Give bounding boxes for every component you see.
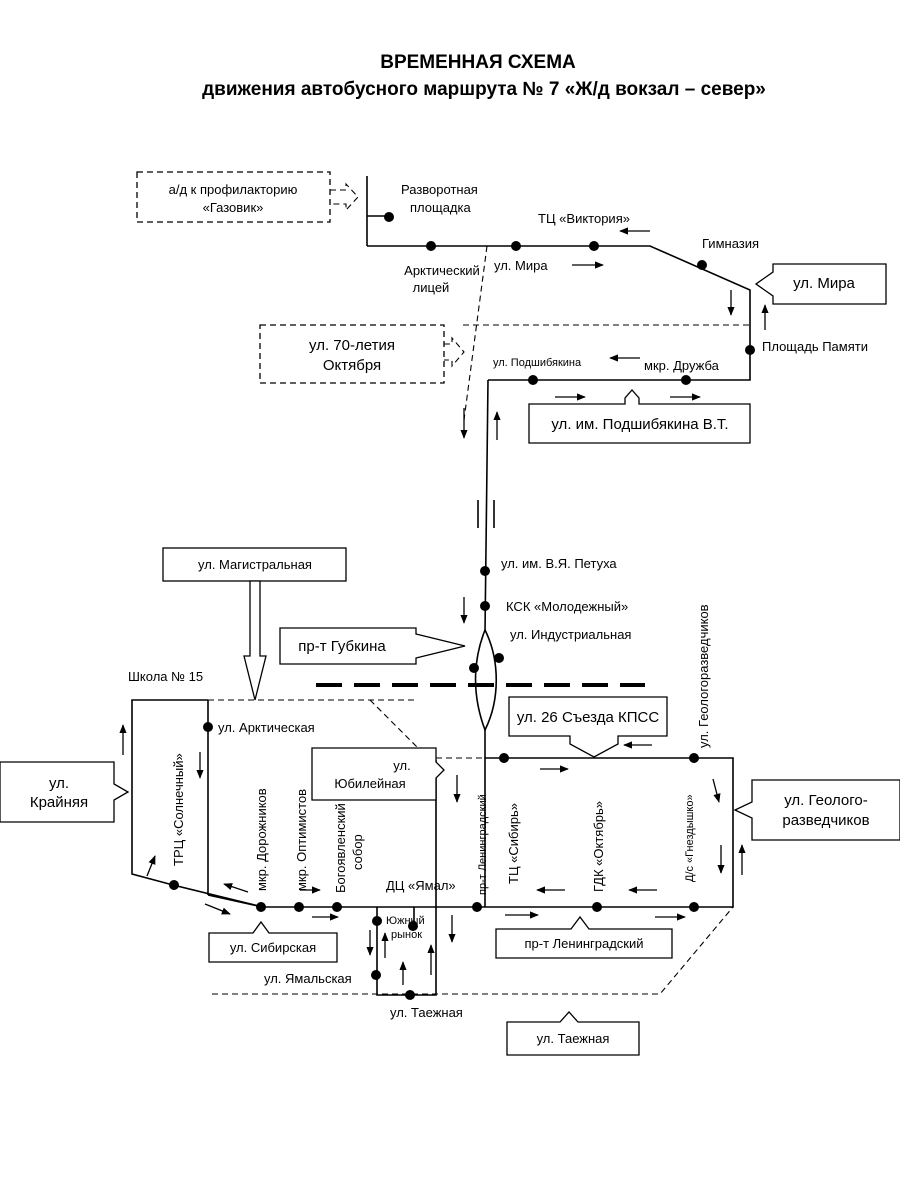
stop-yamalskaya: [371, 970, 381, 980]
label-ksk: КСК «Молодежный»: [506, 599, 628, 614]
label-viktoriya: ТЦ «Виктория»: [538, 211, 630, 226]
box-mira-entry: [754, 263, 887, 305]
box-70-oktyabrya-line1: ул. 70-летия: [309, 337, 395, 354]
box-mira-entry-label: ул. Мира: [793, 275, 855, 292]
label-sobor-1: Богоявленский: [333, 803, 348, 893]
stop-arkt-licey: [426, 241, 436, 251]
label-podshibyakina: ул. Подшибякина: [493, 357, 582, 369]
box-taezhnaya-label: ул. Таежная: [537, 1031, 610, 1046]
label-oktyabr: ГДК «Октябрь»: [591, 801, 606, 892]
title-line-1: ВРЕМЕННАЯ СХЕМА: [380, 52, 576, 73]
label-razvorot-1: Разворотная: [401, 182, 478, 197]
stop-sibir: [499, 753, 509, 763]
stop-mira: [511, 241, 521, 251]
stop-solnechny: [169, 880, 179, 890]
label-yamalskaya: ул. Ямальская: [264, 971, 352, 986]
box-gazovik-line1: а/д к профилакторию: [169, 182, 298, 197]
box-geologo-line2: разведчиков: [782, 812, 869, 829]
stop-gubkina-loop: [469, 663, 479, 673]
label-mira: ул. Мира: [494, 258, 548, 273]
box-podshibyakina-label: ул. им. Подшибякина В.Т.: [551, 416, 728, 433]
label-sibir: ТЦ «Сибирь»: [506, 803, 521, 884]
label-gnezdyshko: Д/с «Гнездышко»: [684, 794, 696, 882]
label-yuzhny-1: Южный: [386, 915, 425, 927]
label-sobor-2: собор: [350, 834, 365, 870]
box-leningradsky-label: пр-т Ленинградский: [524, 936, 643, 951]
box-yubileynaya-line2: Юбилейная: [334, 776, 405, 791]
box-sibirskaya-label: ул. Сибирская: [230, 940, 316, 955]
box-gubkina: [279, 627, 466, 665]
box-krainyaya-line2: Крайняя: [30, 794, 88, 811]
stop-yamal: [408, 921, 418, 931]
box-26-syezda: [508, 696, 668, 758]
box-leningradsky: [495, 915, 673, 959]
box-gazovik-line2: «Газовик»: [203, 200, 264, 215]
stop-leningradsky: [472, 902, 482, 912]
label-ploshad-pamyati: Площадь Памяти: [762, 339, 868, 354]
label-taezhnaya: ул. Таежная: [390, 1005, 463, 1020]
label-arkt-licey-1: Арктический: [404, 263, 480, 278]
stop-optimistov: [294, 902, 304, 912]
box-70-oktyabrya: [259, 324, 445, 384]
stop-ksk: [480, 601, 490, 611]
label-petukha: ул. им. В.Я. Петуха: [501, 556, 617, 571]
box-gazovik: [136, 171, 331, 223]
stop-sobor: [332, 902, 342, 912]
label-shkola15: Школа № 15: [128, 669, 203, 684]
box-taezhnaya: [506, 1011, 640, 1056]
stop-geologorazv: [689, 753, 699, 763]
label-optimistov: мкр. Оптимистов: [294, 789, 309, 891]
stop-petukha: [480, 566, 490, 576]
label-razvorot-2: площадка: [410, 200, 471, 215]
box-podshibyakina-entry: [528, 389, 751, 444]
box-magistralnaya-label: ул. Магистральная: [198, 557, 312, 572]
stop-dorozhnikov: [256, 902, 266, 912]
label-leningradsky: пр-т Ленинградский: [477, 794, 489, 895]
stop-arkticheskaya: [203, 722, 213, 732]
label-solnechny: ТРЦ «Солнечный»: [171, 753, 186, 866]
stop-oktyabr: [592, 902, 602, 912]
box-gubkina-label: пр-т Губкина: [298, 638, 386, 655]
label-industrialnaya: ул. Индустриальная: [510, 627, 631, 642]
label-yamal: ДЦ «Ямал»: [386, 878, 456, 893]
box-krainyaya-line1: ул.: [49, 775, 69, 792]
title-line-2: движения автобусного маршрута № 7 «Ж/д в…: [202, 79, 766, 100]
label-yuzhny-2: рынок: [391, 929, 422, 941]
stop-druzhba: [681, 375, 691, 385]
stop-podshibyakina: [528, 375, 538, 385]
label-arkt-licey-2: лицей: [413, 280, 450, 295]
box-yubileynaya: [311, 747, 445, 801]
gazovik-dashed-arrow: [330, 182, 359, 212]
box-yubileynaya-line1: ул.: [393, 758, 410, 773]
stop-razvorot: [384, 212, 394, 222]
box-geologo-line1: ул. Геолого-: [784, 792, 867, 809]
box-26-syezda-label: ул. 26 Съезда КПСС: [517, 709, 659, 726]
label-druzhba: мкр. Дружба: [644, 358, 720, 373]
box-geologo: [733, 779, 900, 841]
gubkina-loop: [474, 629, 497, 733]
box-sibirskaya: [208, 920, 338, 963]
label-arkticheskaya: ул. Арктическая: [218, 720, 315, 735]
box-krainyaya: [0, 761, 130, 823]
stop-industrialnaya: [494, 653, 504, 663]
label-geologorazv: ул. Геологоразведчиков: [696, 604, 711, 748]
stop-ploshad-pamyati: [745, 345, 755, 355]
box-70-oktyabrya-line2: Октября: [323, 357, 381, 374]
label-gimnaziya: Гимназия: [702, 236, 759, 251]
oktyabrya-dashed-arrow: [444, 336, 465, 368]
label-dorozhnikov: мкр. Дорожников: [254, 788, 269, 891]
stop-viktoriya: [589, 241, 599, 251]
stop-gnezdyshko: [689, 902, 699, 912]
stop-gimnaziya: [697, 260, 707, 270]
magistralnaya-arrow: [243, 580, 267, 701]
